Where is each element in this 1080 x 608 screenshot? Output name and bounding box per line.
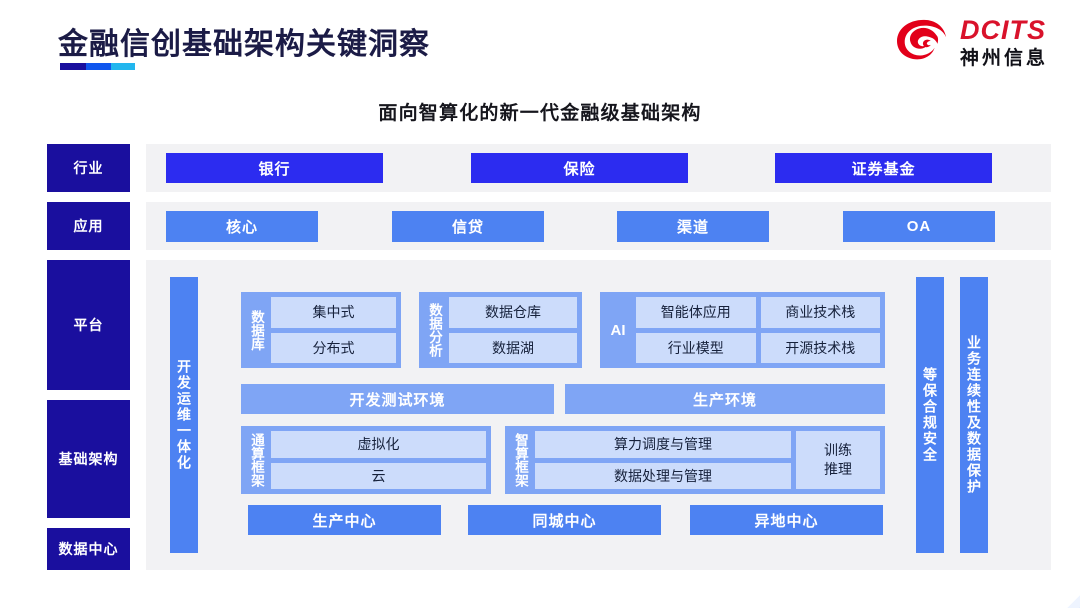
slide-header: 金融信创基础架构关键洞察 DCITS 神州信息 (0, 0, 1080, 88)
datacenter-production-center[interactable]: 生产中心 (248, 505, 441, 535)
cell-training-inference[interactable]: 训练 推理 (796, 431, 880, 489)
rail-label-industry: 行业 (47, 144, 130, 192)
rail-label-infra: 基础架构 (47, 400, 130, 518)
label-inference: 推理 (824, 461, 852, 477)
industry-item-securities-fund[interactable]: 证券基金 (775, 153, 992, 183)
group-label-general-compute-framework: 通算框架 (249, 433, 264, 487)
cell-compute-scheduling[interactable]: 算力调度与管理 (535, 431, 791, 458)
datacenter-remote-center[interactable]: 异地中心 (690, 505, 883, 535)
app-item-channel[interactable]: 渠道 (617, 211, 769, 242)
cell-centralized[interactable]: 集中式 (271, 297, 396, 328)
app-item-core[interactable]: 核心 (166, 211, 318, 242)
swirl-logo-icon (896, 19, 947, 60)
band-dev-test-environment[interactable]: 开发测试环境 (241, 384, 554, 414)
vertical-bar-business-continuity[interactable]: 业务连续性及数据保护 (960, 277, 988, 553)
brand-logo: DCITS 神州信息 (894, 16, 1048, 68)
group-label-intelligent-compute-framework: 智算框架 (513, 433, 528, 487)
group-database[interactable]: 数据库 集中式 分布式 (241, 292, 401, 368)
rail-label-app: 应用 (47, 202, 130, 250)
cell-virtualization[interactable]: 虚拟化 (271, 431, 486, 458)
group-ai[interactable]: AI 智能体应用 商业技术栈 行业模型 开源技术栈 (600, 292, 885, 368)
cell-data-warehouse[interactable]: 数据仓库 (449, 297, 577, 328)
rail-label-platform: 平台 (47, 260, 130, 390)
cell-data-lake[interactable]: 数据湖 (449, 332, 577, 363)
group-intelligent-compute-framework[interactable]: 智算框架 算力调度与管理 数据处理与管理 训练 推理 (505, 426, 885, 494)
cell-agent-application[interactable]: 智能体应用 (636, 297, 756, 328)
industry-item-bank[interactable]: 银行 (166, 153, 383, 183)
cell-distributed[interactable]: 分布式 (271, 332, 396, 363)
industry-item-insurance[interactable]: 保险 (471, 153, 688, 183)
band-production-environment[interactable]: 生产环境 (565, 384, 885, 414)
label-training: 训练 (824, 442, 852, 459)
datacenter-same-city-center[interactable]: 同城中心 (468, 505, 661, 535)
app-item-credit[interactable]: 信贷 (392, 211, 544, 242)
group-data-analytics[interactable]: 数据分析 数据仓库 数据湖 (419, 292, 582, 368)
logo-text-en: DCITS (959, 14, 1046, 45)
group-general-compute-framework[interactable]: 通算框架 虚拟化 云 (241, 426, 491, 494)
vertical-bar-security-compliance[interactable]: 等保合规安全 (916, 277, 944, 553)
cell-data-processing[interactable]: 数据处理与管理 (535, 462, 791, 489)
cell-commercial-tech-stack[interactable]: 商业技术栈 (760, 297, 880, 328)
cell-opensource-tech-stack[interactable]: 开源技术栈 (760, 332, 880, 363)
page-title: 金融信创基础架构关键洞察 (58, 28, 430, 61)
cell-industry-model[interactable]: 行业模型 (636, 332, 756, 363)
slide-subtitle: 面向智算化的新一代金融级基础架构 (378, 103, 702, 124)
title-underline-rule (60, 63, 135, 70)
app-item-oa[interactable]: OA (843, 211, 995, 242)
rail-label-datacenter: 数据中心 (47, 528, 130, 570)
vertical-bar-devops[interactable]: 开发运维一体化 (170, 277, 198, 553)
group-label-database: 数据库 (249, 309, 264, 351)
group-label-data-analytics: 数据分析 (427, 303, 442, 357)
logo-text-cn: 神州信息 (959, 47, 1048, 69)
cell-cloud[interactable]: 云 (271, 462, 486, 489)
group-label-ai: AI (610, 321, 626, 339)
